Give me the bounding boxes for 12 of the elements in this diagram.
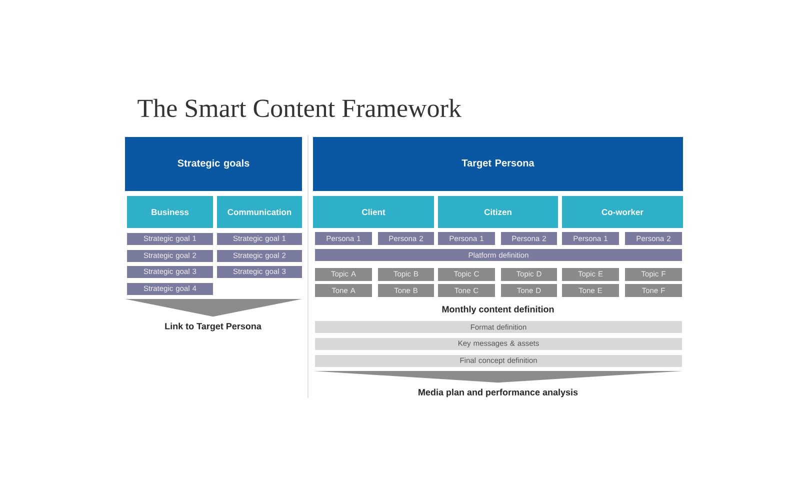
title: The Smart Content Framework <box>138 98 462 118</box>
category-box: Client <box>313 196 434 228</box>
caption-text: Media plan and performance analysis <box>418 388 578 398</box>
category-box: Citizen <box>438 196 558 228</box>
caption-text: Monthly content definition <box>442 306 554 314</box>
heading-box: Strategic goals <box>125 137 302 191</box>
category-box: Co-worker <box>562 196 683 228</box>
category-box: Business <box>127 196 213 228</box>
heading-box: Target Persona <box>313 137 683 191</box>
chevron-arrow <box>125 299 302 317</box>
caption-text: Link to Target Persona <box>165 322 262 332</box>
category-box: Communication <box>217 196 302 228</box>
